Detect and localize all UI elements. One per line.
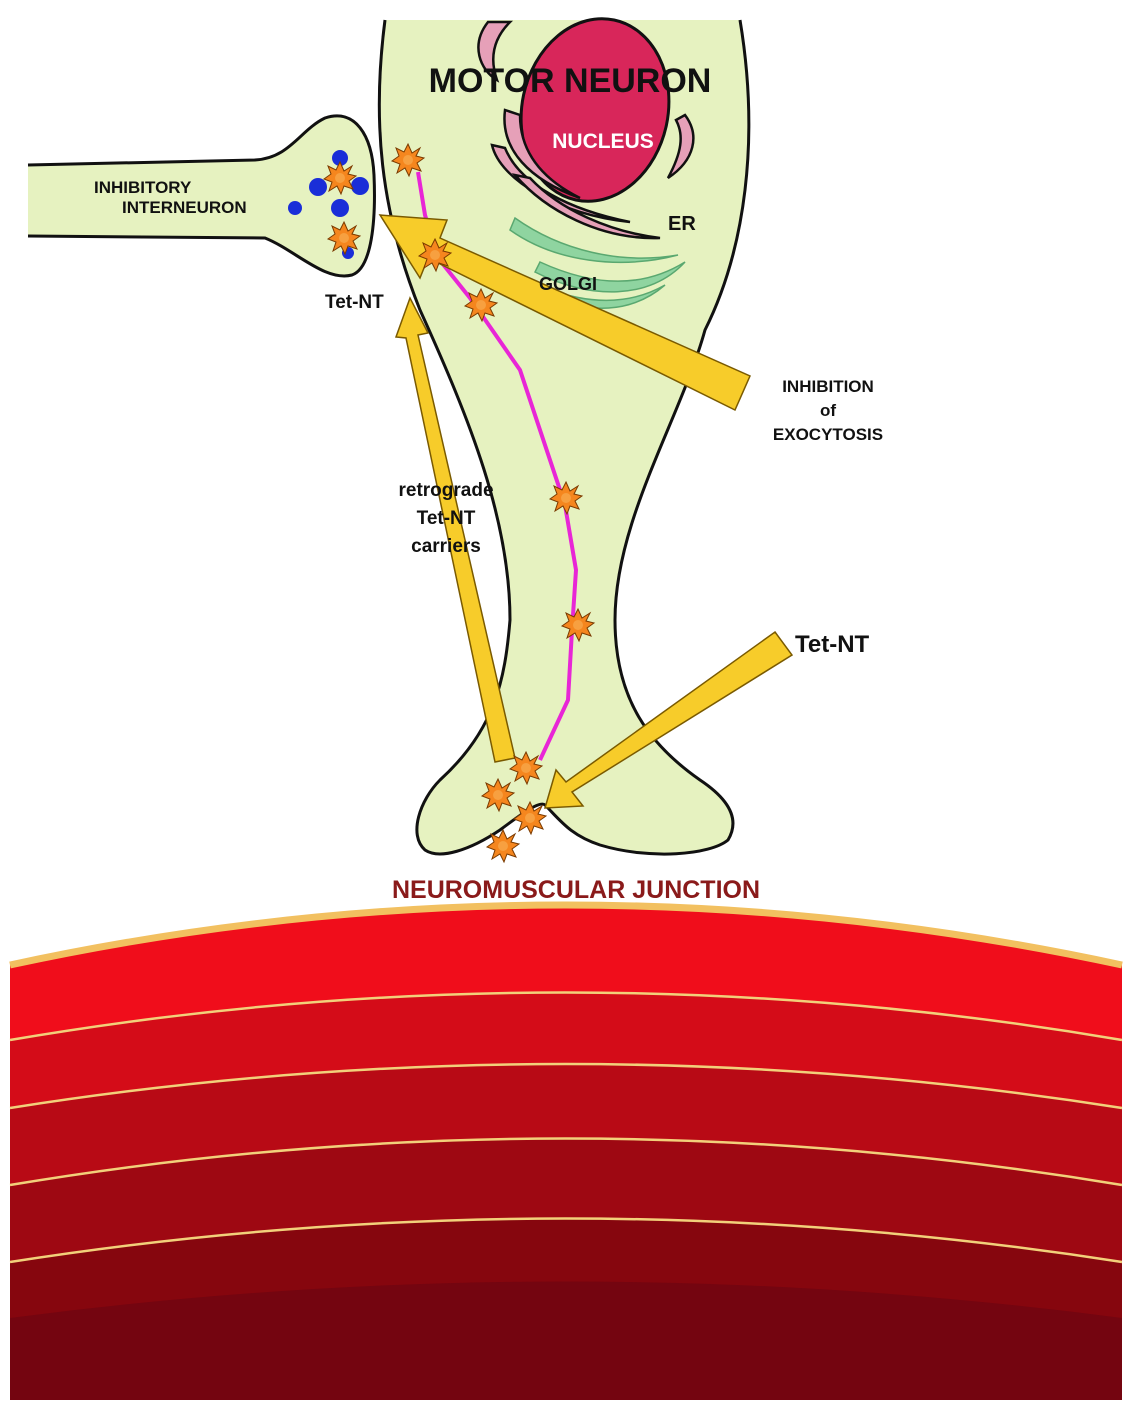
inhibition-label-line1: INHIBITION bbox=[782, 377, 874, 396]
muscle-line bbox=[9, 1217, 1123, 1264]
muscle-line bbox=[9, 1137, 1123, 1187]
synaptic-vesicles bbox=[288, 150, 369, 259]
nucleus-label: NUCLEUS bbox=[552, 130, 654, 153]
retrograde-arrow bbox=[394, 296, 516, 763]
muscle-membrane bbox=[9, 901, 1123, 969]
golgi-label: GOLGI bbox=[539, 274, 597, 294]
toxin-particle bbox=[486, 829, 520, 863]
endoplasmic-reticulum bbox=[477, 20, 695, 240]
vesicle bbox=[309, 178, 327, 196]
muscle-band-6 bbox=[10, 1281, 1122, 1400]
tet-nt-lower-label: Tet-NT bbox=[795, 631, 870, 658]
retrograde-label-line1: retrograde bbox=[398, 480, 493, 501]
motor-neuron-label: MOTOR NEURON bbox=[429, 62, 712, 100]
neuromuscular-junction-label: NEUROMUSCULAR JUNCTION bbox=[392, 876, 760, 904]
muscle-line bbox=[9, 1062, 1123, 1110]
vesicle bbox=[288, 201, 302, 215]
vesicle bbox=[331, 199, 349, 217]
nucleus bbox=[519, 17, 671, 203]
muscle-fiber bbox=[9, 901, 1123, 1400]
muscle-line bbox=[9, 991, 1123, 1042]
inhibition-arrow bbox=[378, 214, 751, 412]
tet-nt-upper-label: Tet-NT bbox=[325, 292, 384, 313]
vesicle bbox=[351, 177, 369, 195]
inhibition-label-line2: of bbox=[820, 401, 836, 420]
arrows bbox=[378, 214, 794, 809]
retrograde-label-line2: Tet-NT bbox=[417, 508, 476, 529]
inhibitory-interneuron-label-line1: INHIBITORY bbox=[94, 178, 192, 197]
vesicle bbox=[332, 150, 348, 166]
inhibitory-interneuron bbox=[27, 114, 376, 278]
inhibition-label-line3: EXOCYTOSIS bbox=[773, 425, 883, 444]
toxin-particle bbox=[513, 801, 547, 835]
er-label: ER bbox=[668, 213, 696, 235]
retrograde-label-line3: carriers bbox=[411, 536, 481, 557]
inhibitory-interneuron-label-line2: INTERNEURON bbox=[122, 198, 247, 217]
tet-nt-entry-arrow bbox=[543, 630, 794, 809]
